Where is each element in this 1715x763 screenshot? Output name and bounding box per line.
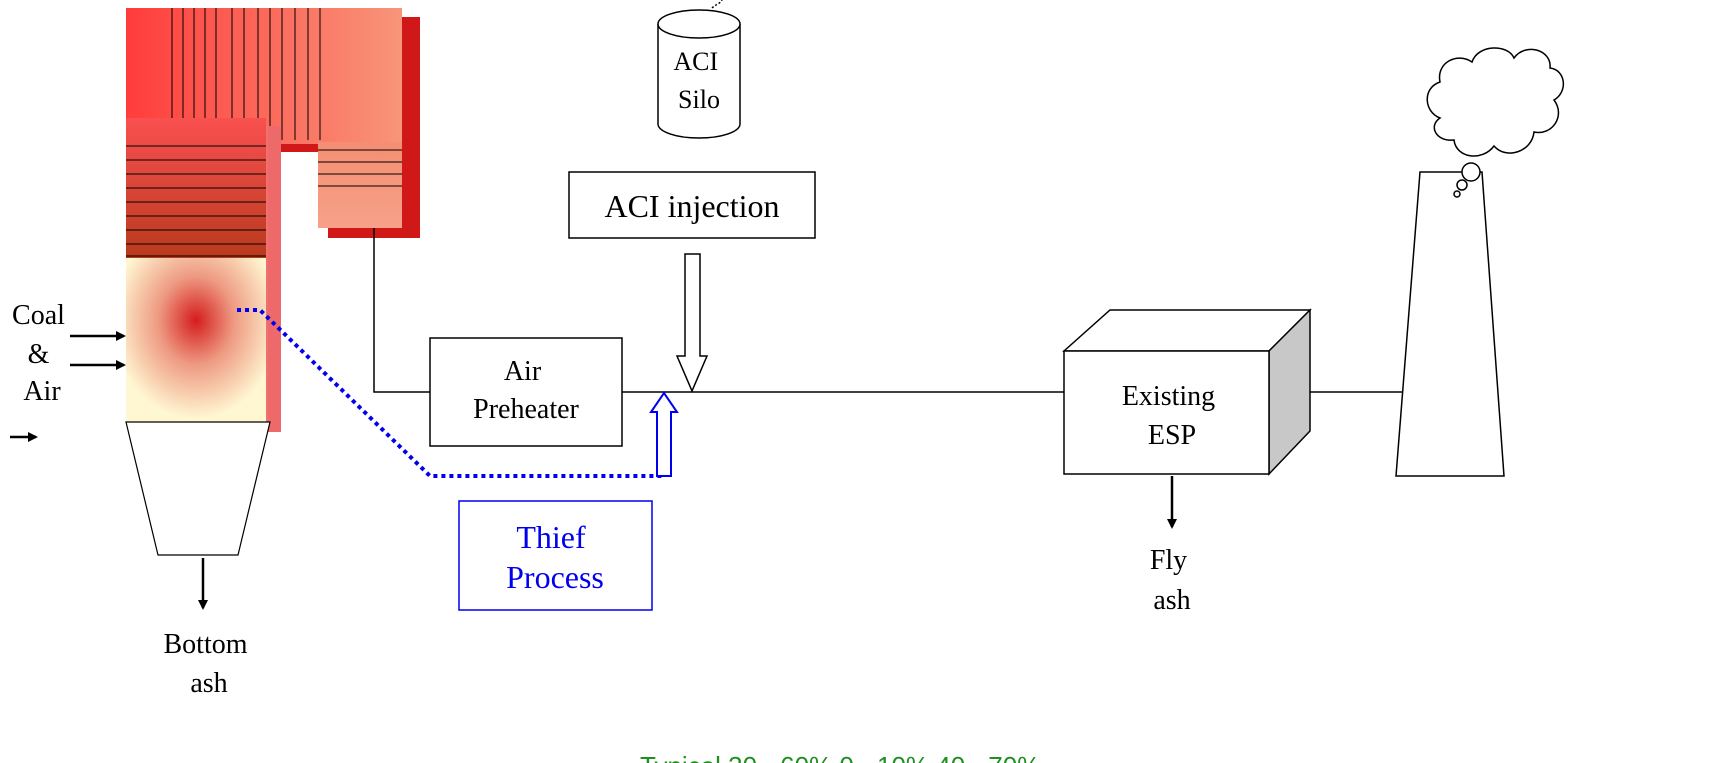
existing-esp-label: Existing ESP — [1122, 381, 1222, 451]
fly-ash-label: Fly ash — [1150, 545, 1194, 616]
air-preheater-box — [429, 337, 623, 447]
silo-icon — [657, 0, 741, 139]
boiler-right-tubes — [318, 149, 402, 187]
smoke-cloud-icon — [1426, 47, 1564, 198]
boiler-back-tubes — [171, 8, 321, 140]
flue-duct — [373, 228, 1410, 393]
esp-box-icon — [1062, 308, 1312, 476]
aci-injection-arrow — [675, 253, 709, 393]
thief-flue-path — [237, 308, 664, 478]
bottom-ash-label: Bottom ash — [163, 629, 254, 699]
boiler-mid-tubes — [126, 145, 266, 257]
thief-process-box — [458, 500, 653, 611]
air-preheater-label: Air Preheater — [473, 356, 579, 425]
coal-air-label: Coal & Air — [12, 300, 72, 407]
boiler-right-block — [318, 142, 402, 228]
boiler — [125, 8, 420, 556]
aci-injection-label: ACI injection — [604, 188, 779, 224]
thief-process-label: Thief Process — [506, 519, 604, 595]
thief-return-arrow — [649, 391, 679, 477]
aci-silo-label: ACI Silo — [673, 47, 724, 114]
furnace — [126, 258, 266, 422]
aci-injection-box — [568, 171, 816, 239]
hopper-icon — [125, 421, 271, 556]
stack-icon — [1395, 171, 1505, 477]
bottom-caption: Typical 30 - 60% 0 - 10% 40 - 70% — [640, 751, 1040, 763]
coal-air-inlet — [10, 331, 126, 442]
